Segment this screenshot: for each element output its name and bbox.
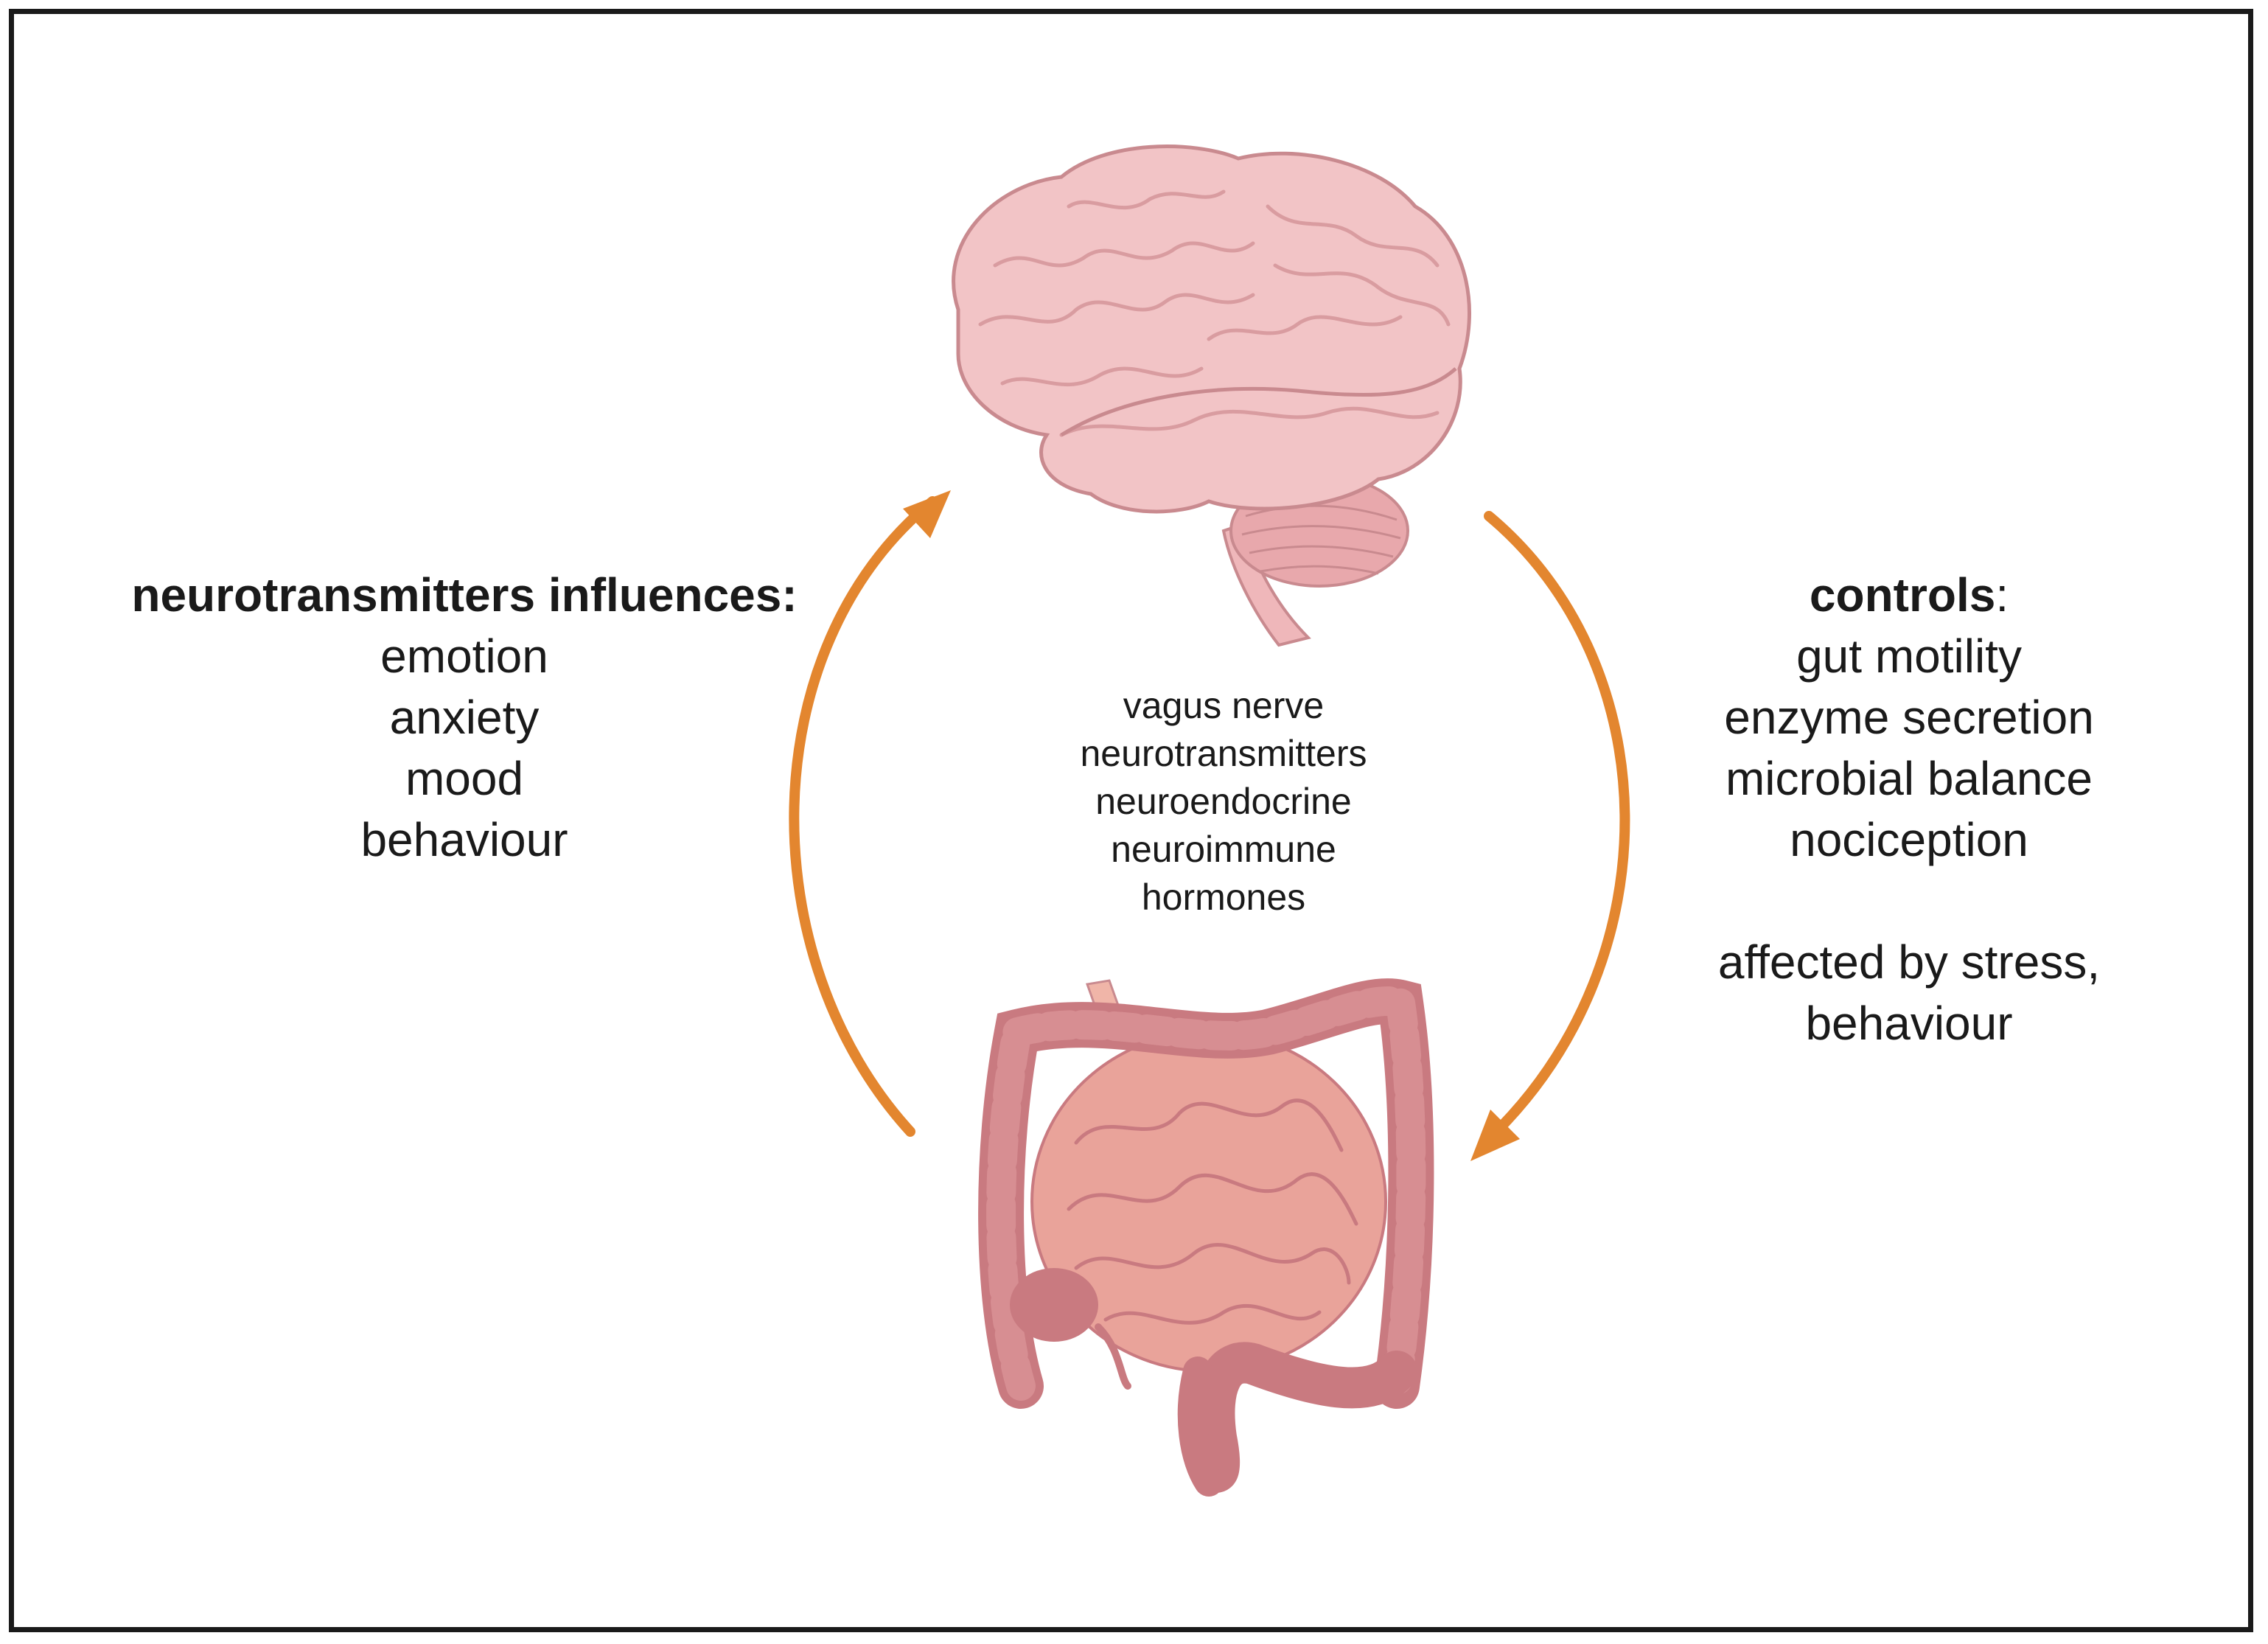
left-item: mood (405, 752, 524, 805)
right-item: nociception (1790, 813, 2028, 866)
right-item: gut motility (1796, 630, 2022, 683)
right-panel: controls: gut motility enzyme secretion … (1651, 565, 2167, 1054)
brain-to-gut-arrowhead (1470, 1110, 1520, 1161)
left-item: emotion (380, 630, 548, 683)
intestine-icon (978, 978, 1434, 1497)
brain-icon (952, 144, 1471, 647)
center-item: neuroendocrine (1095, 781, 1352, 822)
gut-to-brain-arrow (789, 496, 938, 1137)
right-heading-suffix: : (1995, 568, 2009, 621)
left-panel: neurotransmitters influences: emotion an… (103, 565, 826, 871)
center-item: neuroimmune (1111, 829, 1336, 870)
right-heading: controls (1809, 568, 1996, 621)
brain-to-gut-arrow (1484, 511, 1630, 1140)
center-item: hormones (1141, 877, 1306, 918)
right-item: microbial balance (1725, 752, 2093, 805)
right-heading-line: controls: (1651, 565, 2167, 626)
left-item: behaviour (360, 813, 568, 866)
right-note-line: affected by stress, (1717, 936, 2101, 989)
right-spacer (1651, 871, 2167, 932)
center-item: vagus nerve (1123, 685, 1325, 726)
left-heading: neurotransmitters influences: (131, 568, 798, 621)
center-item: neurotransmitters (1080, 733, 1367, 774)
left-item: anxiety (389, 691, 540, 744)
center-panel: vagus nerve neurotransmitters neuroendoc… (1002, 682, 1445, 922)
right-item: enzyme secretion (1724, 691, 2094, 744)
right-note-line: behaviour (1805, 997, 2013, 1050)
gut-to-brain-arrowhead (903, 490, 951, 538)
